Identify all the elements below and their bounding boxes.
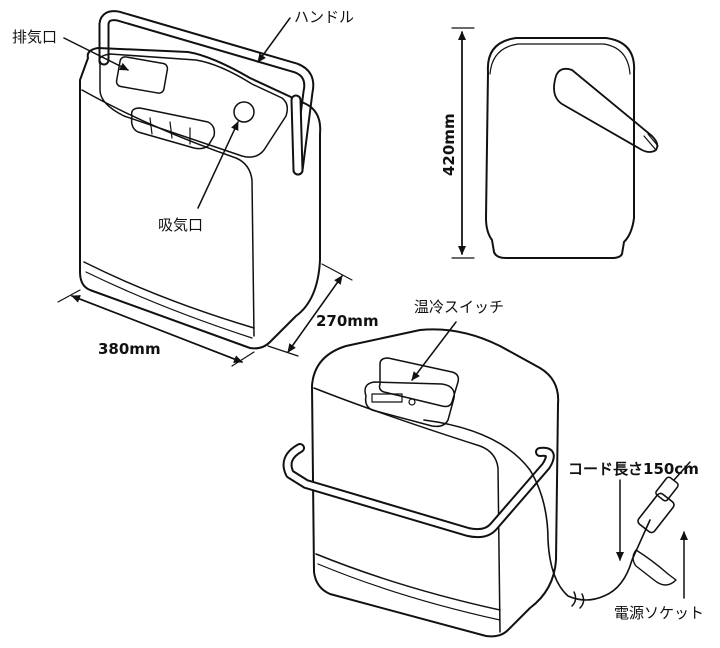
exhaust-arrow	[63, 37, 129, 71]
cooler-body	[79, 47, 322, 350]
intake-label: 吸気口	[158, 216, 203, 234]
power-cord	[423, 419, 651, 601]
intake-vent	[233, 101, 255, 123]
side-handle	[553, 67, 659, 153]
height-label: 420mm	[440, 113, 458, 176]
intake-arrow	[197, 121, 239, 209]
cord-label: コード長さ150cm	[568, 460, 699, 478]
cooler-side-view	[485, 37, 659, 259]
switch-cover	[378, 357, 460, 408]
height-dimension	[451, 27, 475, 259]
cord-body	[311, 328, 560, 638]
exhaust-vent	[115, 56, 169, 94]
socket-label: 電源ソケット	[614, 604, 704, 622]
width-dimension	[57, 289, 255, 367]
handle-arrow	[257, 17, 291, 63]
switch-label: 温冷スイッチ	[414, 298, 504, 316]
handle-label: ハンドル	[294, 8, 354, 26]
cooler-cord-view	[282, 328, 691, 638]
width-label: 380mm	[98, 340, 161, 358]
power-socket-plug	[632, 461, 691, 586]
depth-dimension	[267, 263, 353, 357]
depth-label: 270mm	[316, 312, 379, 330]
switch-arrow	[411, 321, 457, 381]
exhaust-label: 排気口	[12, 28, 57, 46]
cooler-top-view	[79, 10, 322, 350]
handle-grip	[130, 107, 216, 150]
switch-panel	[364, 381, 455, 428]
side-body	[485, 37, 636, 259]
